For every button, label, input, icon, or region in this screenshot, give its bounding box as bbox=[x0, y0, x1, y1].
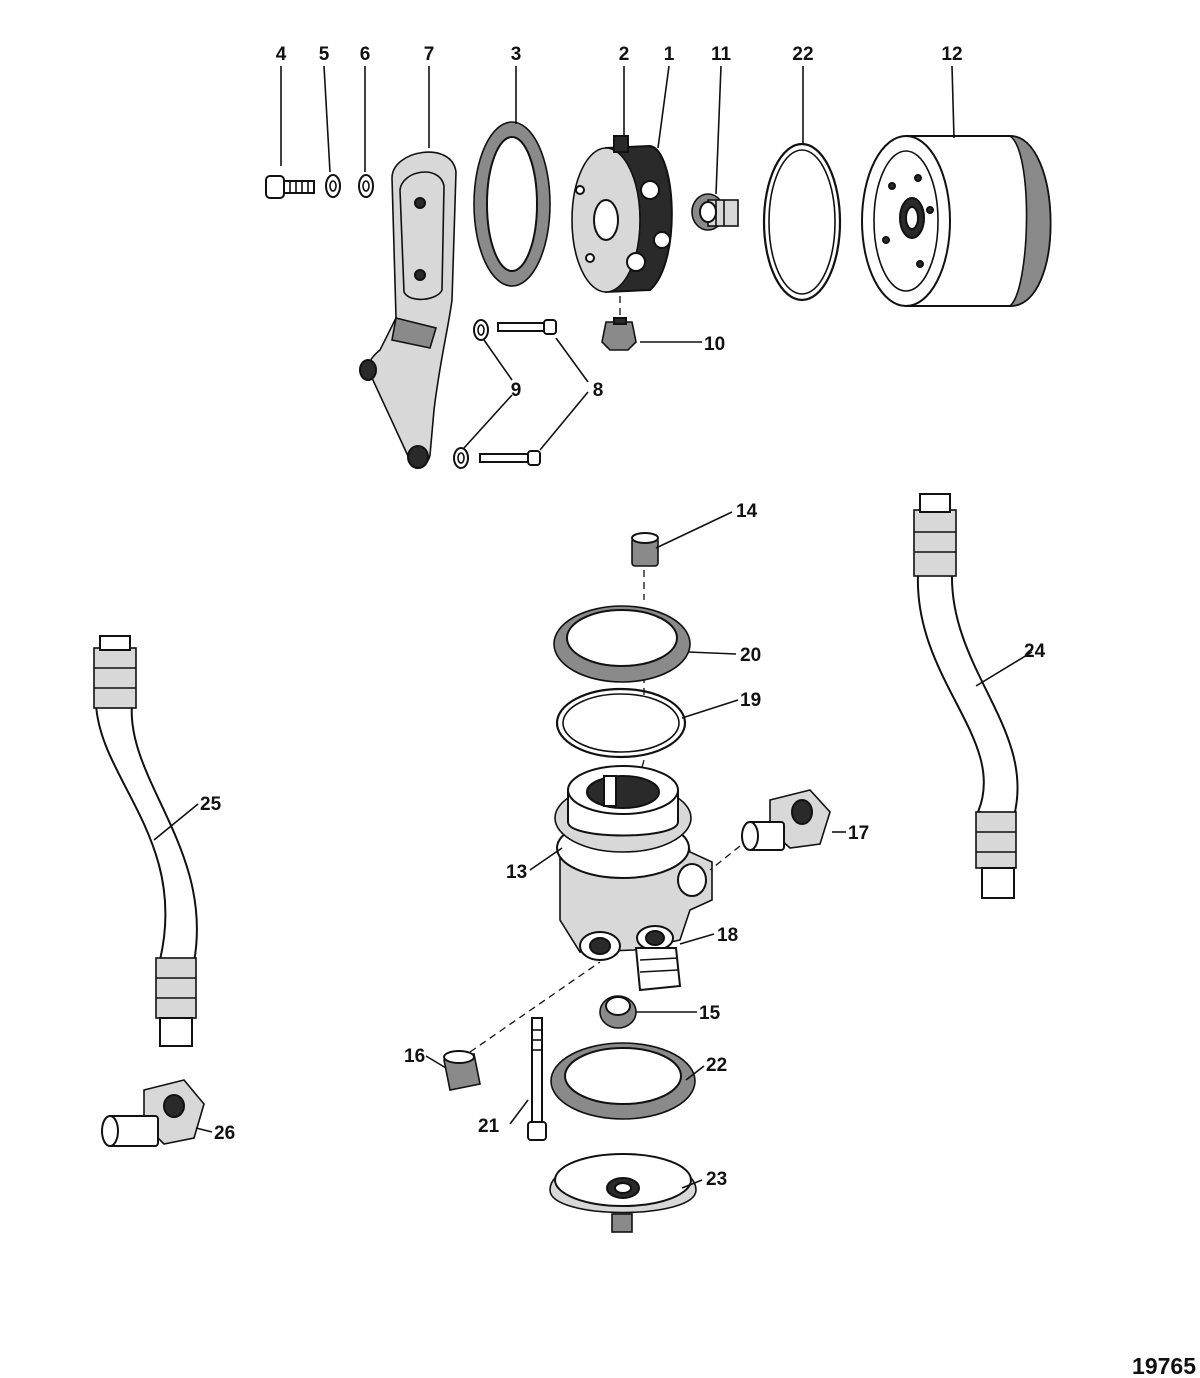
callout-22-top: 22 bbox=[792, 44, 813, 65]
callout-8: 8 bbox=[593, 380, 604, 401]
drawing-number: 19765 bbox=[1132, 1353, 1196, 1378]
callout-10: 10 bbox=[704, 334, 725, 355]
plug-part-15 bbox=[599, 995, 637, 1029]
callout-labels: 1 2 3 4 5 6 7 8 9 10 11 12 13 14 15 16 1… bbox=[200, 44, 1046, 1190]
callout-2: 2 bbox=[619, 44, 630, 65]
o-ring-part-19 bbox=[555, 687, 687, 759]
callout-13: 13 bbox=[506, 862, 527, 883]
o-ring-part-22-top bbox=[762, 142, 842, 302]
washer-part-9-upper bbox=[473, 319, 489, 341]
callout-20: 20 bbox=[740, 645, 761, 666]
callout-26: 26 bbox=[214, 1123, 235, 1144]
fitting-part-18 bbox=[634, 947, 682, 992]
bolt-part-21 bbox=[527, 1017, 547, 1141]
oil-line-part-25 bbox=[93, 635, 198, 1047]
washer-part-6 bbox=[358, 174, 374, 198]
callout-5: 5 bbox=[319, 44, 330, 65]
bolt-part-8-upper bbox=[497, 319, 557, 335]
check-valve-part-10 bbox=[601, 317, 637, 351]
leader-lines bbox=[153, 65, 1033, 1189]
plug-part-16 bbox=[443, 1050, 481, 1091]
callout-4: 4 bbox=[276, 44, 287, 65]
callout-12: 12 bbox=[941, 44, 962, 65]
callout-23: 23 bbox=[706, 1169, 727, 1190]
ring-part-22-lower bbox=[550, 1042, 696, 1120]
elbow-fitting-part-26 bbox=[101, 1079, 205, 1147]
callout-9: 9 bbox=[511, 380, 522, 401]
callout-22-lower: 22 bbox=[706, 1055, 727, 1076]
callout-25: 25 bbox=[200, 794, 222, 815]
mounting-bracket-part-7 bbox=[359, 151, 457, 469]
oil-line-part-24 bbox=[913, 493, 1019, 899]
callout-21: 21 bbox=[478, 1116, 500, 1137]
ring-part-20 bbox=[553, 605, 691, 683]
callout-1: 1 bbox=[664, 44, 675, 65]
callout-24: 24 bbox=[1024, 641, 1046, 662]
bolt-part-8-lower bbox=[479, 450, 541, 466]
adapter-fitting-part-2 bbox=[613, 135, 629, 153]
callout-15: 15 bbox=[699, 1003, 721, 1024]
callout-17: 17 bbox=[848, 823, 869, 844]
plug-part-14 bbox=[631, 532, 659, 567]
filter-adapter-part-1 bbox=[571, 144, 673, 294]
callout-3: 3 bbox=[511, 44, 522, 65]
oil-filter-part-12 bbox=[861, 135, 1052, 307]
base-plate-part-23 bbox=[549, 1153, 697, 1233]
washer-part-9-lower bbox=[453, 447, 469, 469]
callout-18: 18 bbox=[717, 925, 738, 946]
callout-11: 11 bbox=[711, 44, 732, 65]
bolt-part-4 bbox=[265, 175, 315, 199]
elbow-fitting-part-17 bbox=[741, 789, 831, 851]
threaded-fitting-part-11 bbox=[691, 193, 739, 231]
lock-washer-part-5 bbox=[325, 174, 341, 198]
callout-16: 16 bbox=[404, 1046, 425, 1067]
callout-6: 6 bbox=[360, 44, 371, 65]
callout-19: 19 bbox=[740, 690, 761, 711]
sealing-ring-part-3 bbox=[473, 121, 551, 287]
filter-housing-part-13 bbox=[554, 765, 713, 961]
callout-7: 7 bbox=[424, 44, 435, 65]
callout-14: 14 bbox=[736, 501, 758, 522]
